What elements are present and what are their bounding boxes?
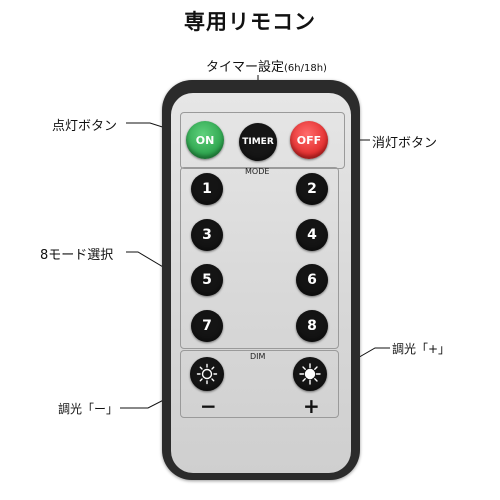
callout-modes: 8モード選択 (40, 248, 114, 263)
control-panel-top (180, 112, 345, 169)
mode-button-8[interactable]: 8 (296, 310, 328, 342)
mode-button-7[interactable]: 7 (191, 310, 223, 342)
callout-dim-minus: 調光「ー」 (58, 402, 119, 416)
sun-filled-icon (299, 363, 321, 385)
sun-outline-icon (196, 363, 218, 385)
on-button[interactable]: ON (186, 121, 224, 159)
mode-label: MODE (245, 167, 270, 176)
dim-panel (180, 350, 339, 418)
callout-dim-plus: 調光「+」 (392, 342, 451, 356)
mode-button-4[interactable]: 4 (296, 219, 328, 251)
mode-button-3[interactable]: 3 (191, 219, 223, 251)
callout-timer: タイマー設定(6h/18h) (206, 56, 327, 75)
minus-sign: − (200, 394, 217, 418)
callout-timer-text: タイマー設定 (206, 60, 285, 75)
mode-button-5[interactable]: 5 (191, 264, 223, 296)
mode-button-1[interactable]: 1 (191, 173, 223, 205)
dim-down-button[interactable] (190, 357, 224, 391)
mode-button-6[interactable]: 6 (296, 264, 328, 296)
callout-timer-note: (6h/18h) (284, 63, 327, 74)
callout-on: 点灯ボタン (52, 119, 118, 134)
timer-button[interactable]: TIMER (239, 123, 277, 161)
mode-button-2[interactable]: 2 (296, 173, 328, 205)
mode-panel (180, 167, 339, 349)
plus-sign: + (303, 394, 320, 418)
dim-up-button[interactable] (293, 357, 327, 391)
page-title: 専用リモコン (184, 10, 316, 34)
dim-label: DIM (250, 352, 266, 361)
callout-off: 消灯ボタン (372, 136, 438, 151)
off-button[interactable]: OFF (290, 121, 328, 159)
